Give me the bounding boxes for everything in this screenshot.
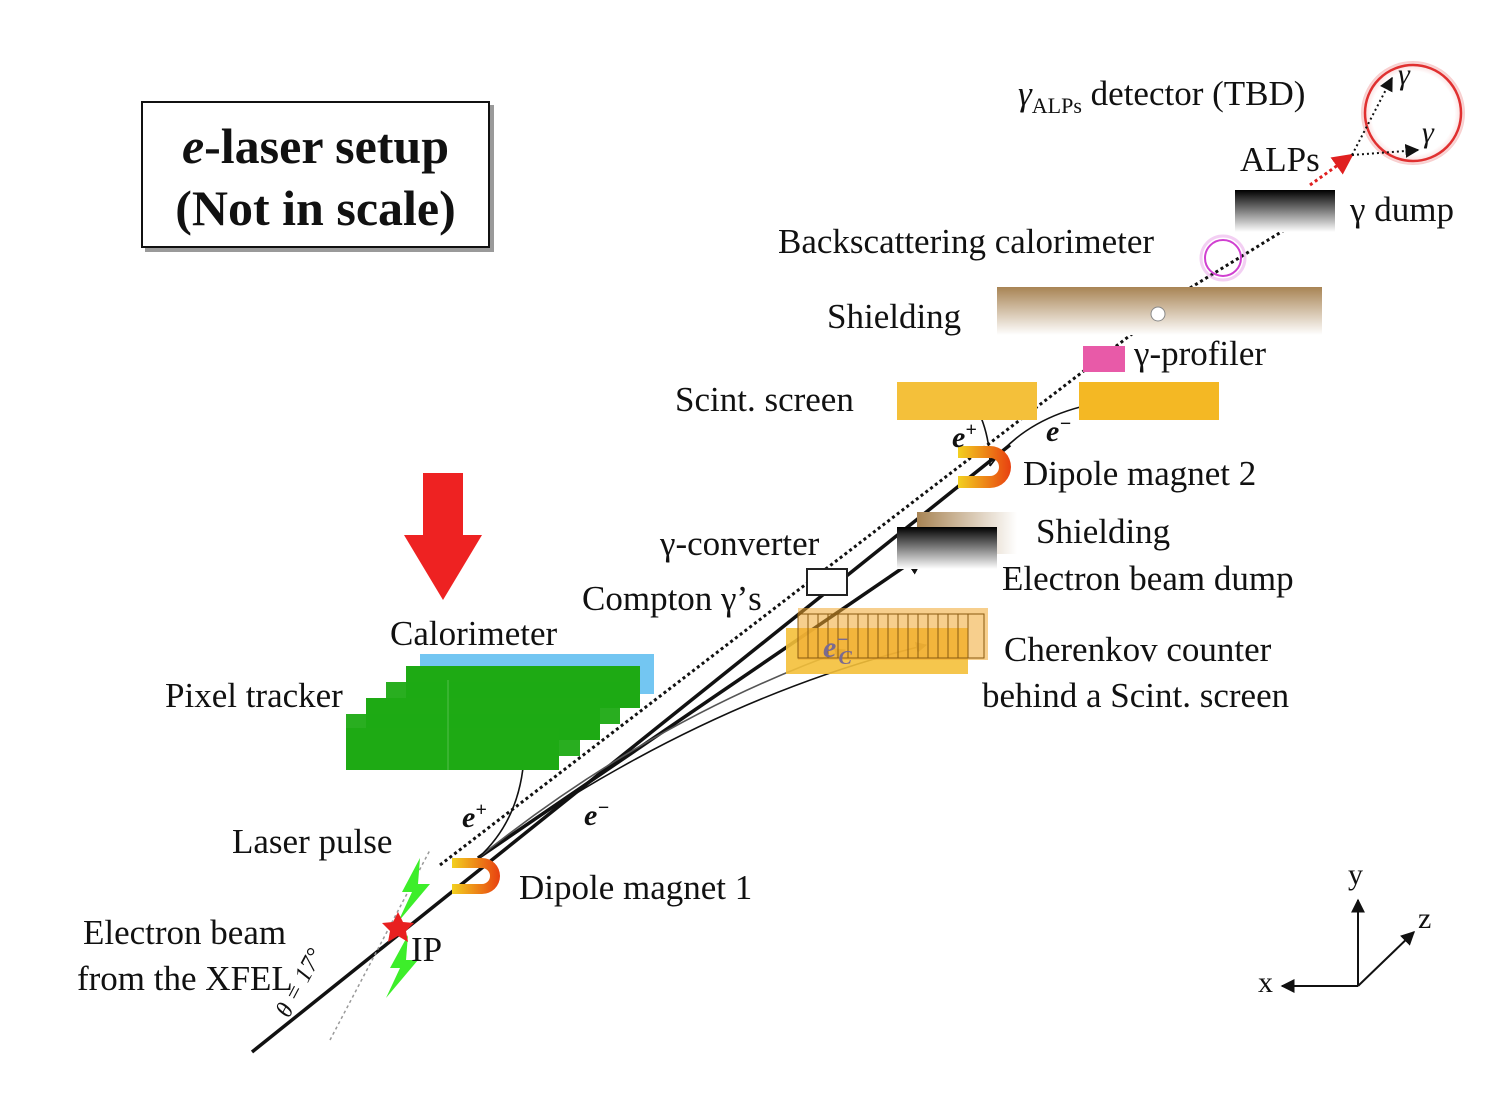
alps-label: ALPs [1240, 140, 1320, 179]
e-minus-top-sup: − [1059, 413, 1072, 435]
axis-x-label: x [1258, 966, 1273, 999]
beam-hole-marker [1150, 306, 1166, 322]
dipole-magnet-1-label: Dipole magnet 1 [519, 868, 753, 907]
e-plus-low-e: e [462, 801, 476, 834]
electron-beam-dump-block [897, 527, 997, 569]
gamma-dump-block [1235, 190, 1335, 232]
shielding-mid-label: Shielding [1036, 512, 1171, 551]
dipole-magnet-2-icon [958, 446, 1011, 488]
ip-star-icon [382, 912, 414, 942]
e-minus-top-e: e [1046, 415, 1060, 448]
backscattering-calorimeter-label: Backscattering calorimeter [778, 222, 1155, 261]
e-plus-low-sup: + [475, 799, 487, 821]
alps-detector-label: γALPs detector (TBD) [1018, 74, 1306, 117]
e-plus-top-label: e+ [952, 420, 977, 453]
e-minus-low-sup: − [597, 797, 610, 819]
gamma-top-label: γ [1398, 58, 1410, 91]
e-minus-low-label: e− [584, 798, 609, 831]
pixel-tracker-label: Pixel tracker [165, 676, 343, 715]
compton-gammas-label: Compton γ’s [582, 579, 762, 618]
calorimeter-label: Calorimeter [390, 614, 558, 653]
scint-screen-left [897, 382, 1037, 420]
e-minus-top-label: e− [1046, 414, 1071, 447]
electron-beam-label-line2: from the XFEL [77, 959, 293, 998]
gamma-profiler-block [1083, 346, 1125, 372]
e-c-e: e [823, 631, 837, 664]
red-arrow-icon [404, 473, 482, 600]
backscatter-calorimeter-icon [1204, 239, 1242, 277]
axes-icon [1280, 898, 1416, 993]
electron-beam-line [250, 443, 1012, 1054]
gamma-dump-label: γ dump [1350, 190, 1454, 229]
e-minus-low-e: e [584, 799, 598, 832]
e-c-sub: C [838, 647, 852, 669]
dipole-magnet-2-label: Dipole magnet 2 [1023, 454, 1257, 493]
gamma-alps-subscript: ALPs [1031, 93, 1082, 118]
e-plus-top-sup: + [965, 419, 977, 441]
title-e: e [181, 118, 205, 174]
shielding-top-label: Shielding [827, 297, 962, 336]
detector-tbd-text: detector (TBD) [1090, 74, 1306, 113]
scint-screen-right [1079, 382, 1219, 420]
cherenkov-counter-block [786, 608, 988, 674]
dipole-magnet-1-icon [452, 858, 500, 894]
title-laser-setup: -laser setup [204, 118, 450, 174]
title-line-1: e-laser setup [143, 115, 488, 177]
laser-bolt-lower-icon [386, 935, 418, 998]
gamma-right-arrow [1351, 143, 1420, 158]
electron-beam-label-line1: Electron beam [83, 913, 287, 952]
scint-screen-label: Scint. screen [675, 380, 854, 419]
gamma-alps-symbol: γ [1018, 74, 1032, 113]
gamma-converter-label: γ-converter [660, 524, 820, 563]
cherenkov-label-line2: behind a Scint. screen [982, 676, 1290, 715]
alps-arrow [1309, 153, 1354, 187]
e-plus-top-e: e [952, 421, 966, 454]
ip-label: IP [411, 930, 443, 969]
axis-y-label: y [1348, 858, 1363, 891]
laser-bolt-upper-icon [398, 858, 430, 922]
alps-detector-circle [1363, 63, 1463, 163]
gamma-converter-box [806, 568, 848, 596]
axis-z-label: z [1418, 902, 1432, 935]
title-line-2: (Not in scale) [175, 180, 456, 236]
compton-gamma-line [439, 312, 1159, 867]
laser-pulse-label: Laser pulse [232, 822, 393, 861]
e-plus-trajectory-low [477, 755, 529, 859]
gamma-profiler-label: γ-profiler [1134, 334, 1267, 373]
electron-beam-dump-label: Electron beam dump [1002, 559, 1294, 598]
pixel-tracker-layers [346, 666, 640, 772]
title-box: e-laser setup (Not in scale) [141, 101, 490, 248]
gamma-right-label: γ [1422, 116, 1434, 149]
cherenkov-label-line1: Cherenkov counter [1004, 630, 1272, 669]
e-c-sup: − [836, 629, 849, 651]
e-plus-low-label: e+ [462, 800, 487, 833]
e-c-label: e−C [823, 630, 852, 668]
